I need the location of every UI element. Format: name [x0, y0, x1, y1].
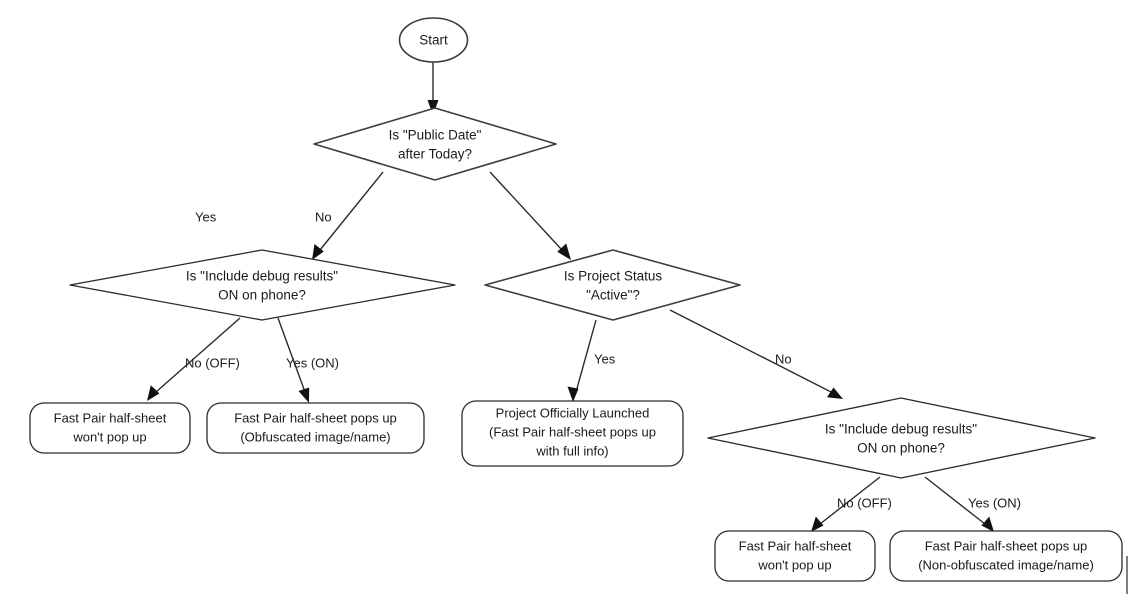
node-no-popup-right-line2: won't pop up: [757, 557, 831, 572]
edge-line: [575, 319, 597, 393]
node-box-no-popup-left[interactable]: Fast Pair half-sheet won't pop up: [29, 402, 191, 454]
edge-line: [819, 476, 881, 525]
node-public-date-line1: Is "Public Date": [389, 128, 482, 143]
node-box-obfuscated[interactable]: Fast Pair half-sheet pops up (Obfuscated…: [206, 402, 425, 454]
node-project-status-line2: "Active"?: [586, 288, 640, 303]
node-box-project-launched[interactable]: Project Officially Launched (Fast Pair h…: [461, 400, 684, 467]
decision-diamond-debug-right[interactable]: [707, 397, 1096, 479]
edge-line: [924, 476, 986, 525]
node-no-popup-right-line1: Fast Pair half-sheet: [739, 538, 852, 553]
arrowhead-icon: [427, 100, 439, 115]
node-launched-line1: Project Officially Launched: [496, 405, 650, 420]
edge-line: [489, 171, 563, 251]
node-decision-project-status[interactable]: Is Project Status "Active"?: [484, 249, 741, 321]
node-debug-left-line2: ON on phone?: [218, 288, 306, 303]
node-no-popup-left-line1: Fast Pair half-sheet: [54, 410, 167, 425]
edge-label-no-off-left: No (OFF): [185, 355, 240, 370]
arrowhead-icon: [312, 244, 324, 260]
arrowhead-icon: [147, 385, 160, 401]
edge-label-yes-on-left: Yes (ON): [286, 355, 339, 370]
edge-status-yes: Yes: [567, 319, 616, 402]
edge-label-no-off-right: No (OFF): [837, 495, 892, 510]
node-launched-line2: (Fast Pair half-sheet pops up: [489, 424, 656, 439]
node-no-popup-left-line2: won't pop up: [72, 429, 146, 444]
node-start[interactable]: Start: [398, 17, 469, 63]
edge-debug-right-yes: Yes (ON): [924, 476, 1021, 532]
node-public-date-line2: after Today?: [398, 147, 472, 162]
arrowhead-icon: [811, 516, 824, 532]
edge-public-date-no: No: [315, 171, 571, 260]
node-debug-right-line1: Is "Include debug results": [825, 422, 977, 437]
edge-label-no-status: No: [775, 351, 792, 366]
node-non-obfuscated-line1: Fast Pair half-sheet pops up: [925, 538, 1088, 553]
result-box-project-launched[interactable]: [461, 400, 684, 467]
node-obfuscated-line2: (Obfuscated image/name): [240, 429, 390, 444]
result-box-no-popup-right[interactable]: [714, 530, 876, 582]
node-decision-public-date[interactable]: Is "Public Date" after Today?: [313, 107, 557, 181]
arrowhead-icon: [298, 387, 310, 403]
node-launched-line3: with full info): [535, 443, 608, 458]
edge-label-yes-public-date: Yes: [195, 209, 217, 224]
edge-line: [669, 309, 834, 394]
node-non-obfuscated-line2: (Non-obfuscated image/name): [918, 557, 1094, 572]
edge-label-yes-on-right: Yes (ON): [968, 495, 1021, 510]
node-obfuscated-line1: Fast Pair half-sheet pops up: [234, 410, 397, 425]
edge-debug-left-yes: Yes (ON): [277, 317, 339, 403]
decision-diamond-project-status[interactable]: [484, 249, 741, 321]
start-ellipse[interactable]: [398, 17, 469, 63]
edge-debug-left-no: No (OFF): [147, 317, 241, 401]
edge-public-date-yes: Yes: [195, 171, 384, 260]
node-debug-left-line1: Is "Include debug results": [186, 269, 338, 284]
edge-label-yes-status: Yes: [594, 351, 616, 366]
arrowhead-icon: [827, 387, 843, 399]
node-debug-right-line2: ON on phone?: [857, 441, 945, 456]
arrowhead-icon: [557, 243, 571, 260]
decision-diamond-public-date[interactable]: [313, 107, 557, 181]
node-box-non-obfuscated[interactable]: Fast Pair half-sheet pops up (Non-obfusc…: [889, 530, 1123, 582]
edge-line: [277, 317, 306, 393]
node-box-no-popup-right[interactable]: Fast Pair half-sheet won't pop up: [714, 530, 876, 582]
edge-debug-right-no: No (OFF): [811, 476, 892, 532]
node-project-status-line1: Is Project Status: [564, 269, 663, 284]
arrowhead-icon: [981, 516, 994, 532]
result-box-obfuscated[interactable]: [206, 402, 425, 454]
edge-line: [319, 171, 384, 251]
edge-status-no: No: [669, 309, 843, 399]
arrowhead-icon: [567, 386, 579, 402]
node-start-label: Start: [419, 33, 448, 48]
decision-diamond-debug-left[interactable]: [69, 249, 456, 321]
edge-line: [155, 317, 241, 393]
result-box-non-obfuscated[interactable]: [889, 530, 1123, 582]
edge-label-no-public-date: No: [315, 209, 332, 224]
result-box-no-popup-left[interactable]: [29, 402, 191, 454]
node-decision-debug-right[interactable]: Is "Include debug results" ON on phone?: [707, 397, 1096, 479]
node-decision-debug-left[interactable]: Is "Include debug results" ON on phone?: [69, 249, 456, 321]
edge-start-to-public-date: [427, 62, 439, 115]
